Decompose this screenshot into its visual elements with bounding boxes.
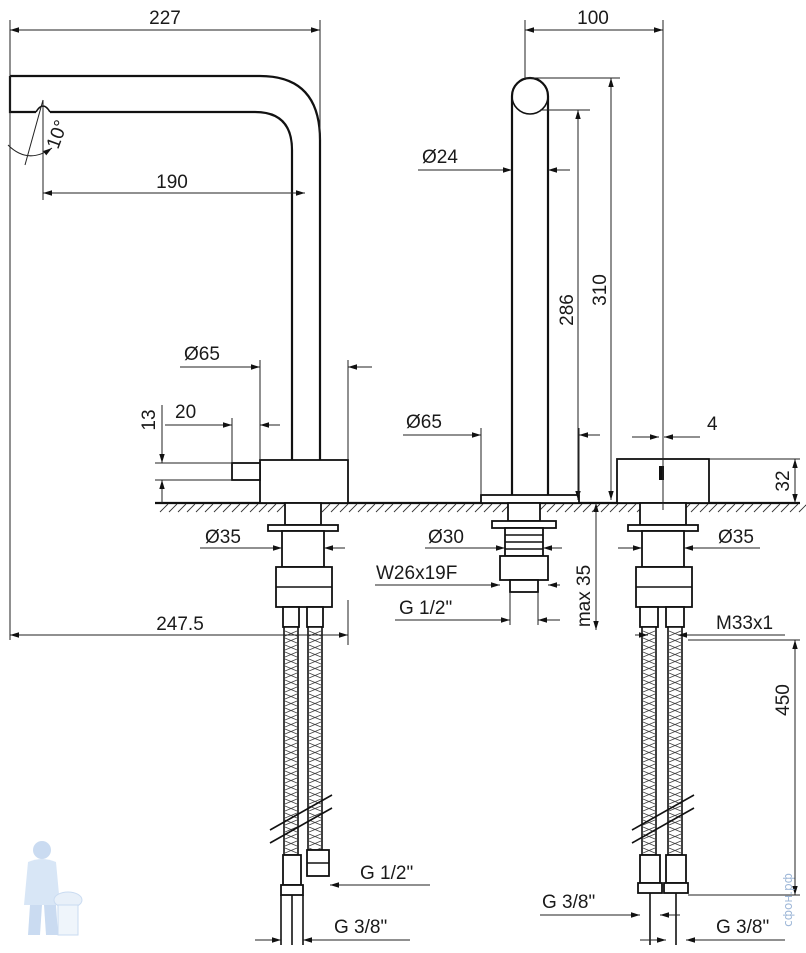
dim-450: 450 (773, 684, 794, 716)
right-handle (616, 458, 710, 945)
dim-left-base: Ø65 (184, 344, 220, 365)
dim-right-shank: Ø35 (718, 527, 754, 548)
dim-center-base: Ø65 (406, 412, 442, 433)
watermark: сфон.рф (781, 873, 795, 927)
dim-100: 100 (577, 8, 609, 29)
dim-286: 286 (557, 294, 578, 326)
dim-left-hose-lower: G 3/8" (334, 917, 387, 938)
dim-right-thread: M33x1 (716, 613, 773, 634)
dim-spout-diameter: Ø24 (422, 147, 458, 168)
dim-left-shank: Ø35 (205, 527, 241, 548)
dim-4: 4 (707, 414, 718, 435)
dim-center-thread: G 1/2" (399, 598, 452, 619)
plumber-logo (24, 841, 83, 936)
dim-190: 190 (156, 172, 188, 193)
left-faucet (8, 74, 349, 945)
dim-32: 32 (773, 470, 794, 491)
dim-right-hose-left: G 3/8" (542, 892, 595, 913)
dim-center-shank: Ø30 (428, 527, 464, 548)
dim-247: 247.5 (156, 614, 204, 635)
dim-angle: 10° (43, 118, 73, 152)
dimension-lines (7, 20, 800, 943)
countertop (155, 501, 806, 513)
dim-nut: W26x19F (376, 563, 457, 584)
dim-13: 13 (139, 409, 160, 430)
dim-left-hose-upper: G 1/2" (360, 863, 413, 884)
dim-227: 227 (149, 8, 181, 29)
dimension-labels: 227 100 10° 190 Ø24 286 310 Ø65 20 13 Ø6… (43, 8, 794, 938)
dim-310: 310 (590, 274, 611, 306)
dim-right-hose-right: G 3/8" (716, 917, 769, 938)
center-pillar (480, 76, 580, 593)
dim-max-depth: max 35 (574, 565, 595, 627)
dim-20: 20 (175, 402, 196, 423)
